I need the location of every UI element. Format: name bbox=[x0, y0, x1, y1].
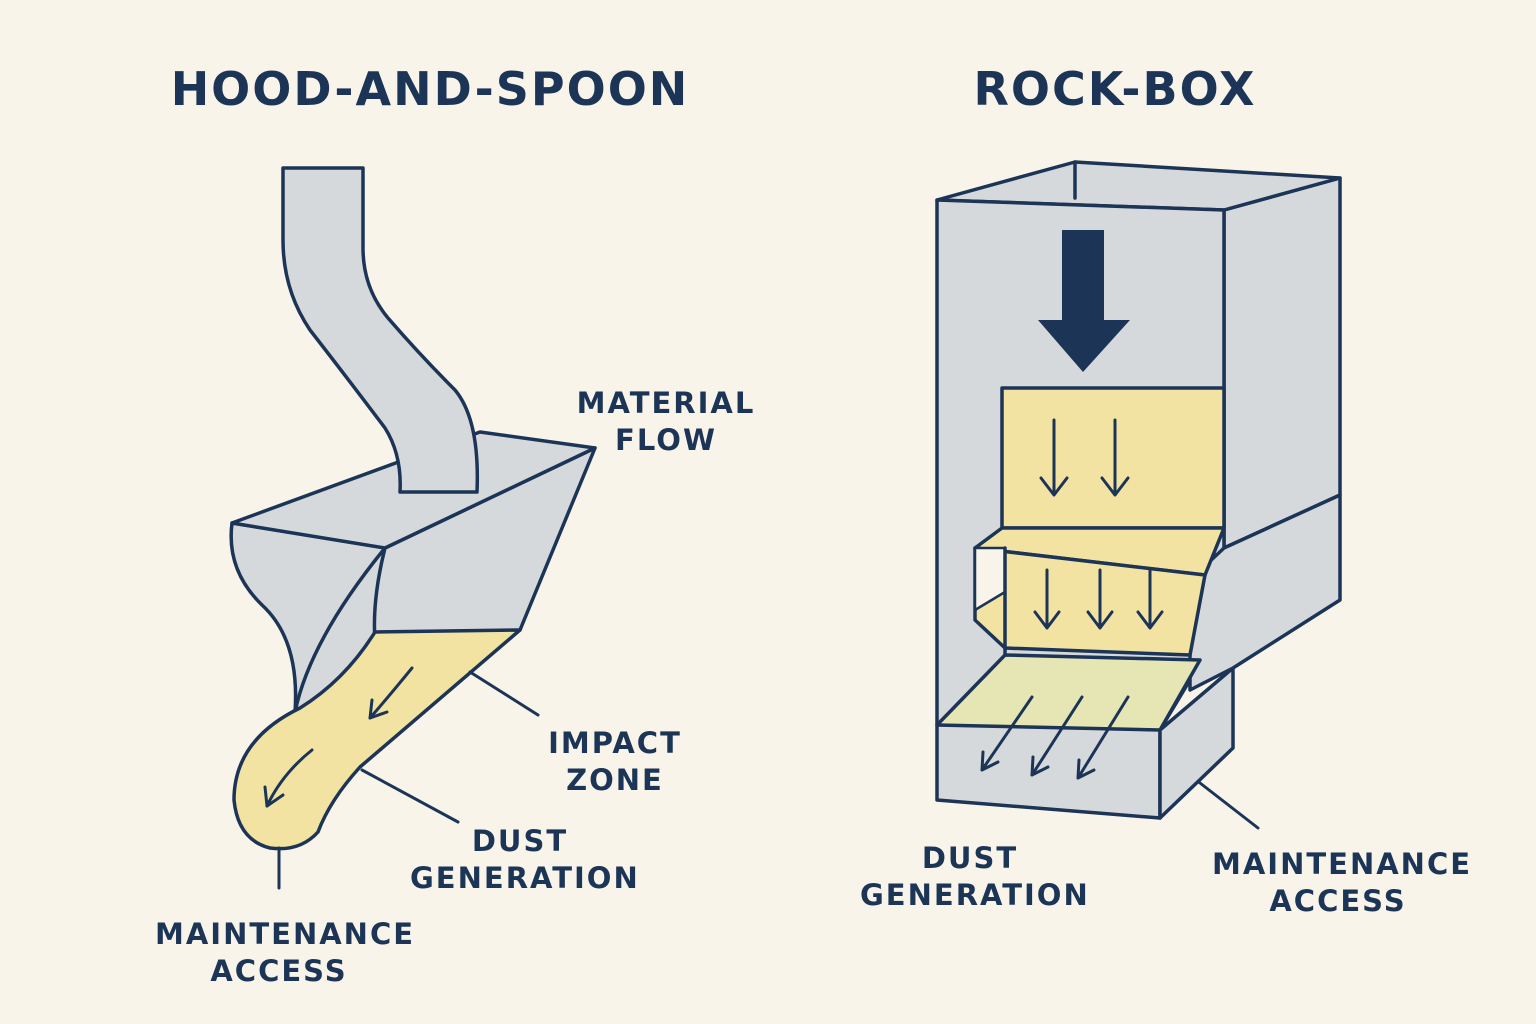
flow-arrow bbox=[1039, 418, 1069, 497]
upper-ledge-material bbox=[1000, 386, 1226, 530]
spoon-flow-arrows bbox=[263, 666, 414, 808]
label-line: DUST bbox=[921, 841, 1019, 875]
rock-box-flow-arrows bbox=[980, 418, 1164, 780]
spoon-left-face bbox=[229, 521, 387, 714]
rock-box-side-chute bbox=[1188, 493, 1342, 692]
flow-arrow bbox=[1076, 695, 1130, 780]
label-line: GENERATION bbox=[860, 878, 1090, 912]
spoon-material-stream bbox=[232, 628, 522, 851]
label-line: MAINTENANCE bbox=[155, 917, 416, 951]
rock-box-maintenance-leader bbox=[1198, 781, 1260, 830]
label-line: ACCESS bbox=[210, 954, 348, 988]
label-line: MATERIAL bbox=[576, 386, 756, 420]
label-line: ACCESS bbox=[1269, 884, 1407, 918]
flow-arrow bbox=[1136, 568, 1164, 630]
flow-arrow bbox=[265, 748, 314, 808]
rock-box-illustration bbox=[935, 160, 1342, 830]
impact-zone-label: IMPACT ZONE bbox=[540, 725, 690, 799]
label-line: FLOW bbox=[615, 423, 717, 457]
lower-ledge bbox=[935, 653, 1202, 732]
label-line: MAINTENANCE bbox=[1212, 847, 1473, 881]
flow-arrow bbox=[368, 666, 414, 720]
hood-leader-lines bbox=[277, 670, 540, 890]
flow-arrow-head bbox=[368, 698, 389, 720]
dust-generation-leader bbox=[360, 768, 460, 824]
label-line: GENERATION bbox=[410, 861, 640, 895]
label-line: ZONE bbox=[566, 763, 664, 797]
material-flow-label: MATERIAL FLOW bbox=[576, 385, 756, 459]
hood-and-spoon-illustration bbox=[229, 166, 597, 890]
hood-dust-generation-label: DUST GENERATION bbox=[410, 823, 640, 897]
rock-box-side-face bbox=[1222, 176, 1342, 550]
flow-arrow bbox=[1086, 568, 1114, 630]
hood-maintenance-access-label: MAINTENANCE ACCESS bbox=[155, 916, 416, 990]
rock-box-outlet bbox=[1158, 666, 1235, 820]
label-line: IMPACT bbox=[548, 726, 682, 760]
flow-arrow bbox=[980, 695, 1034, 772]
rock-box-dust-generation-label: DUST GENERATION bbox=[860, 840, 1090, 914]
impact-zone-leader bbox=[468, 670, 540, 717]
rock-box-maintenance-access-label: MAINTENANCE ACCESS bbox=[1212, 846, 1473, 920]
hood-duct bbox=[281, 166, 480, 494]
flow-arrow bbox=[1030, 695, 1084, 777]
label-line: DUST bbox=[471, 824, 569, 858]
flow-arrow bbox=[1033, 568, 1061, 630]
flow-arrow bbox=[1100, 418, 1130, 497]
hood-and-spoon-title: HOOD-AND-SPOON bbox=[170, 62, 690, 116]
flow-arrow-head bbox=[263, 785, 285, 808]
material-inflow-arrow bbox=[1038, 230, 1130, 372]
rock-box-title: ROCK-BOX bbox=[973, 62, 1257, 116]
